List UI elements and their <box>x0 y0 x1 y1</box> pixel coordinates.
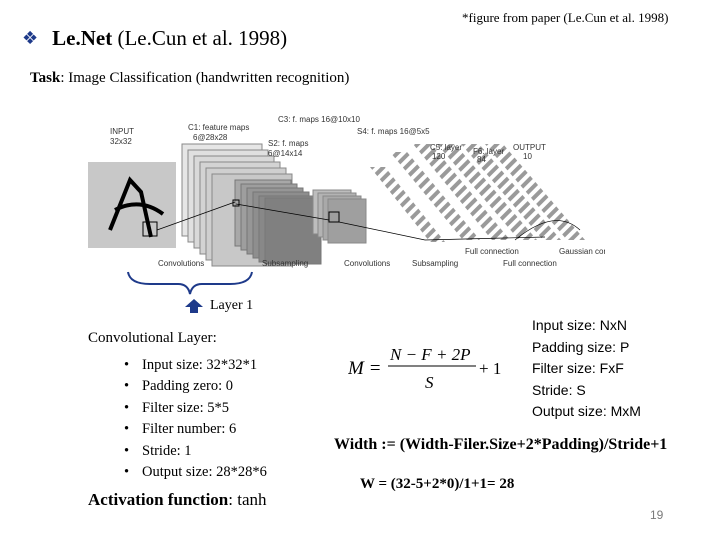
output-size: 10 <box>523 152 532 161</box>
param-input-size: Input size: NxN <box>532 317 627 333</box>
slide-title: ❖ Le.Net (Le.Cun et al. 1998) <box>22 26 287 51</box>
task-label: Task <box>30 70 61 86</box>
op-convolutions-1: Convolutions <box>158 259 204 268</box>
list-item: •Output size: 28*28*6 <box>124 463 267 480</box>
page-number: 19 <box>650 508 664 522</box>
s2-size: 6@14x14 <box>268 149 303 158</box>
task-line: Task: Image Classification (handwritten … <box>30 70 349 87</box>
parameter-definitions: Input size: NxN Padding size: P Filter s… <box>532 315 641 423</box>
up-arrow-icon <box>185 299 203 313</box>
param-output-size: Output size: MxM <box>532 403 641 419</box>
title-citation: (Le.Cun et al. 1998) <box>112 26 288 50</box>
conv-layer-heading: Convolutional Layer: <box>88 330 217 347</box>
op-subsampling-2: Subsampling <box>412 259 458 268</box>
conv-layer-list: •Input size: 32*32*1 •Padding zero: 0 •F… <box>124 357 267 485</box>
activation-value: : tanh <box>228 490 267 509</box>
task-text: : Image Classification (handwritten reco… <box>60 70 350 86</box>
f6-size: 84 <box>477 155 486 164</box>
output-size-formula: M = N − F + 2P S + 1 <box>348 345 501 392</box>
s2-label: S2: f. maps <box>268 139 308 148</box>
title-name: Le.Net <box>52 26 113 50</box>
conv-layer-heading-label: Convolutional Layer <box>88 330 213 346</box>
width-equation: Width := (Width-Filer.Size+2*Padding)/St… <box>334 436 668 453</box>
op-full-connection-2: Full connection <box>503 259 557 268</box>
list-item: •Padding zero: 0 <box>124 378 234 395</box>
layer1-label: Layer 1 <box>210 298 254 313</box>
s4-c5-f6-layers <box>370 144 585 242</box>
list-item: •Filter size: 5*5 <box>124 399 229 416</box>
activation-label: Activation function <box>88 490 229 509</box>
figure-credit: *figure from paper (Le.Cun et al. 1998) <box>462 10 669 25</box>
c5-size: 120 <box>432 152 446 161</box>
formula-denominator: S <box>425 373 434 392</box>
f6-label: F6: layer <box>473 147 504 156</box>
op-subsampling-1: Subsampling <box>262 259 308 268</box>
s4-label: S4: f. maps 16@5x5 <box>357 127 430 136</box>
layer1-brace <box>127 271 253 295</box>
activation-function-line: Activation function: tanh <box>88 490 267 510</box>
list-item: •Filter number: 6 <box>124 421 237 438</box>
c5-label: C5: layer <box>430 143 462 152</box>
op-gaussian-connections: Gaussian connections <box>559 247 605 256</box>
formula-numerator: N − F + 2P <box>389 345 471 364</box>
formula-lhs: M = <box>348 358 381 379</box>
diamond-bullet-icon: ❖ <box>22 28 39 49</box>
layer1-callout: Layer 1 <box>184 298 253 314</box>
input-label: INPUT <box>110 127 134 136</box>
op-full-connection-1: Full connection <box>465 247 519 256</box>
formula-plus-one: + 1 <box>479 359 501 378</box>
s2-feature-maps <box>234 179 322 265</box>
param-padding-size: Padding size: P <box>532 338 630 355</box>
lenet-architecture-figure: INPUT 32x32 C1: feature maps 6@28x28 S2:… <box>88 115 605 268</box>
list-item: •Input size: 32*32*1 <box>124 357 258 373</box>
w-equation-example: W = (32-5+2*0)/1+1= 28 <box>360 476 515 492</box>
param-stride: Stride: S <box>532 381 586 398</box>
list-item: •Stride: 1 <box>124 442 192 459</box>
c1-label: C1: feature maps <box>188 123 249 132</box>
c1-size: 6@28x28 <box>193 133 228 142</box>
conv-layer-heading-colon: : <box>212 330 217 346</box>
op-convolutions-2: Convolutions <box>344 259 390 268</box>
output-label: OUTPUT <box>513 143 546 152</box>
input-size: 32x32 <box>110 137 132 146</box>
c3-label: C3: f. maps 16@10x10 <box>278 115 360 124</box>
param-filter-size: Filter size: FxF <box>532 360 624 376</box>
letter-a-glyph <box>108 176 165 238</box>
